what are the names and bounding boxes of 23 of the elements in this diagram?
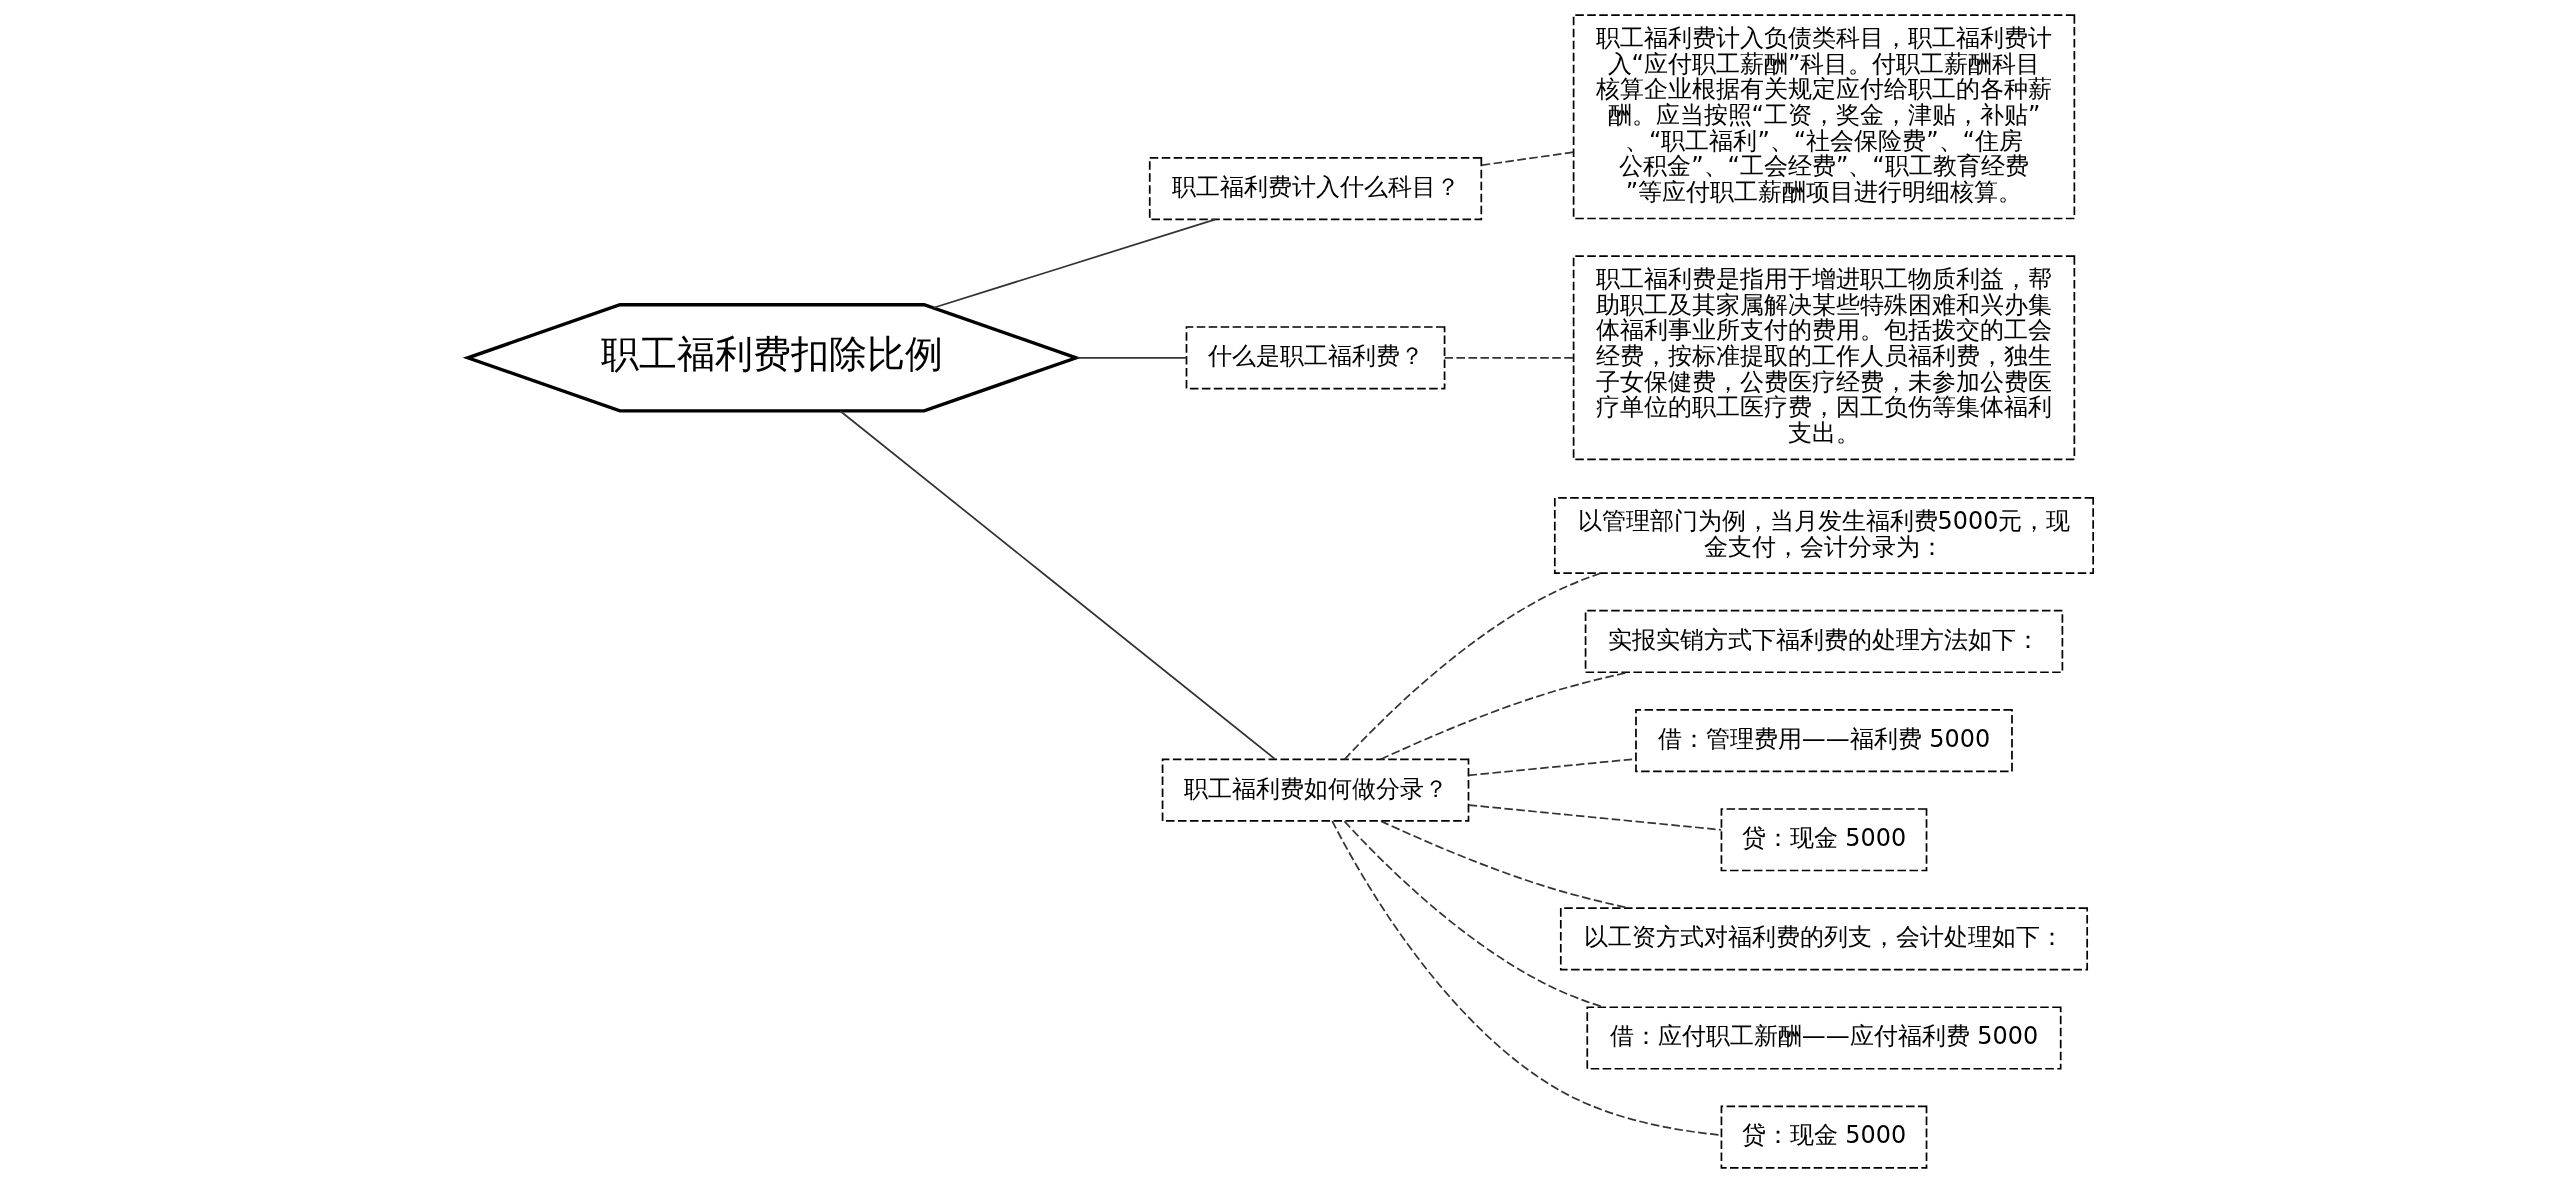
connector [1343,572,1601,761]
connector [1330,820,1722,1136]
node-box: 职工福利费计入负债类科目，职工福利费计入“应付职工薪酬”科目。付职工薪酬科目核算企业根据有关规定应付给职工的各种薪酬。应当按照“工资，奖金，津贴，补贴”、“职工福利”、“社会保险费”、“住房公积金”、“工会经费”、“职工教育经费”等应付职工薪酬项目进行明细核算。 [1572,14,2075,220]
connector [1467,758,1636,777]
node-box: 职工福利费是指用于增进职工物质利益，帮助职工及其家属解决某些特殊困难和兴办集体福利事业所支付的费用。包括拨交的工会经费，按标准提取的工作人员福利费，独生子女保健费，公费医疗经费，未参加公费医疗单位的职工医疗费，因工负伤等集体福利支出。 [1572,255,2075,461]
connector [932,218,1216,309]
connector [1467,804,1722,831]
node-box: 借：管理费用——福利费 5000 [1634,709,2013,773]
connector [1480,151,1574,167]
connector [1075,356,1187,359]
node-box: 职工福利费如何做分录？ [1161,758,1469,822]
connector [839,410,1276,760]
connector [1343,820,1604,1008]
connector [1379,820,1629,909]
node-box: 借：应付职工新酬——应付福利费 5000 [1585,1006,2062,1070]
node-box: 贷：现金 5000 [1720,1105,1927,1169]
node-box: 以管理部门为例，当月发生福利费5000元，现金支付，会计分录为： [1553,497,2094,574]
node-box: 实报实销方式下福利费的处理方法如下： [1584,609,2063,674]
node-box: 以工资方式对福利费的列支，会计处理如下： [1559,907,2088,971]
node-box: 贷：现金 5000 [1720,808,1927,872]
node-box: 什么是职工福利费？ [1185,326,1445,390]
connector [1443,356,1574,359]
node-box: 职工福利费计入什么科目？ [1148,156,1482,221]
